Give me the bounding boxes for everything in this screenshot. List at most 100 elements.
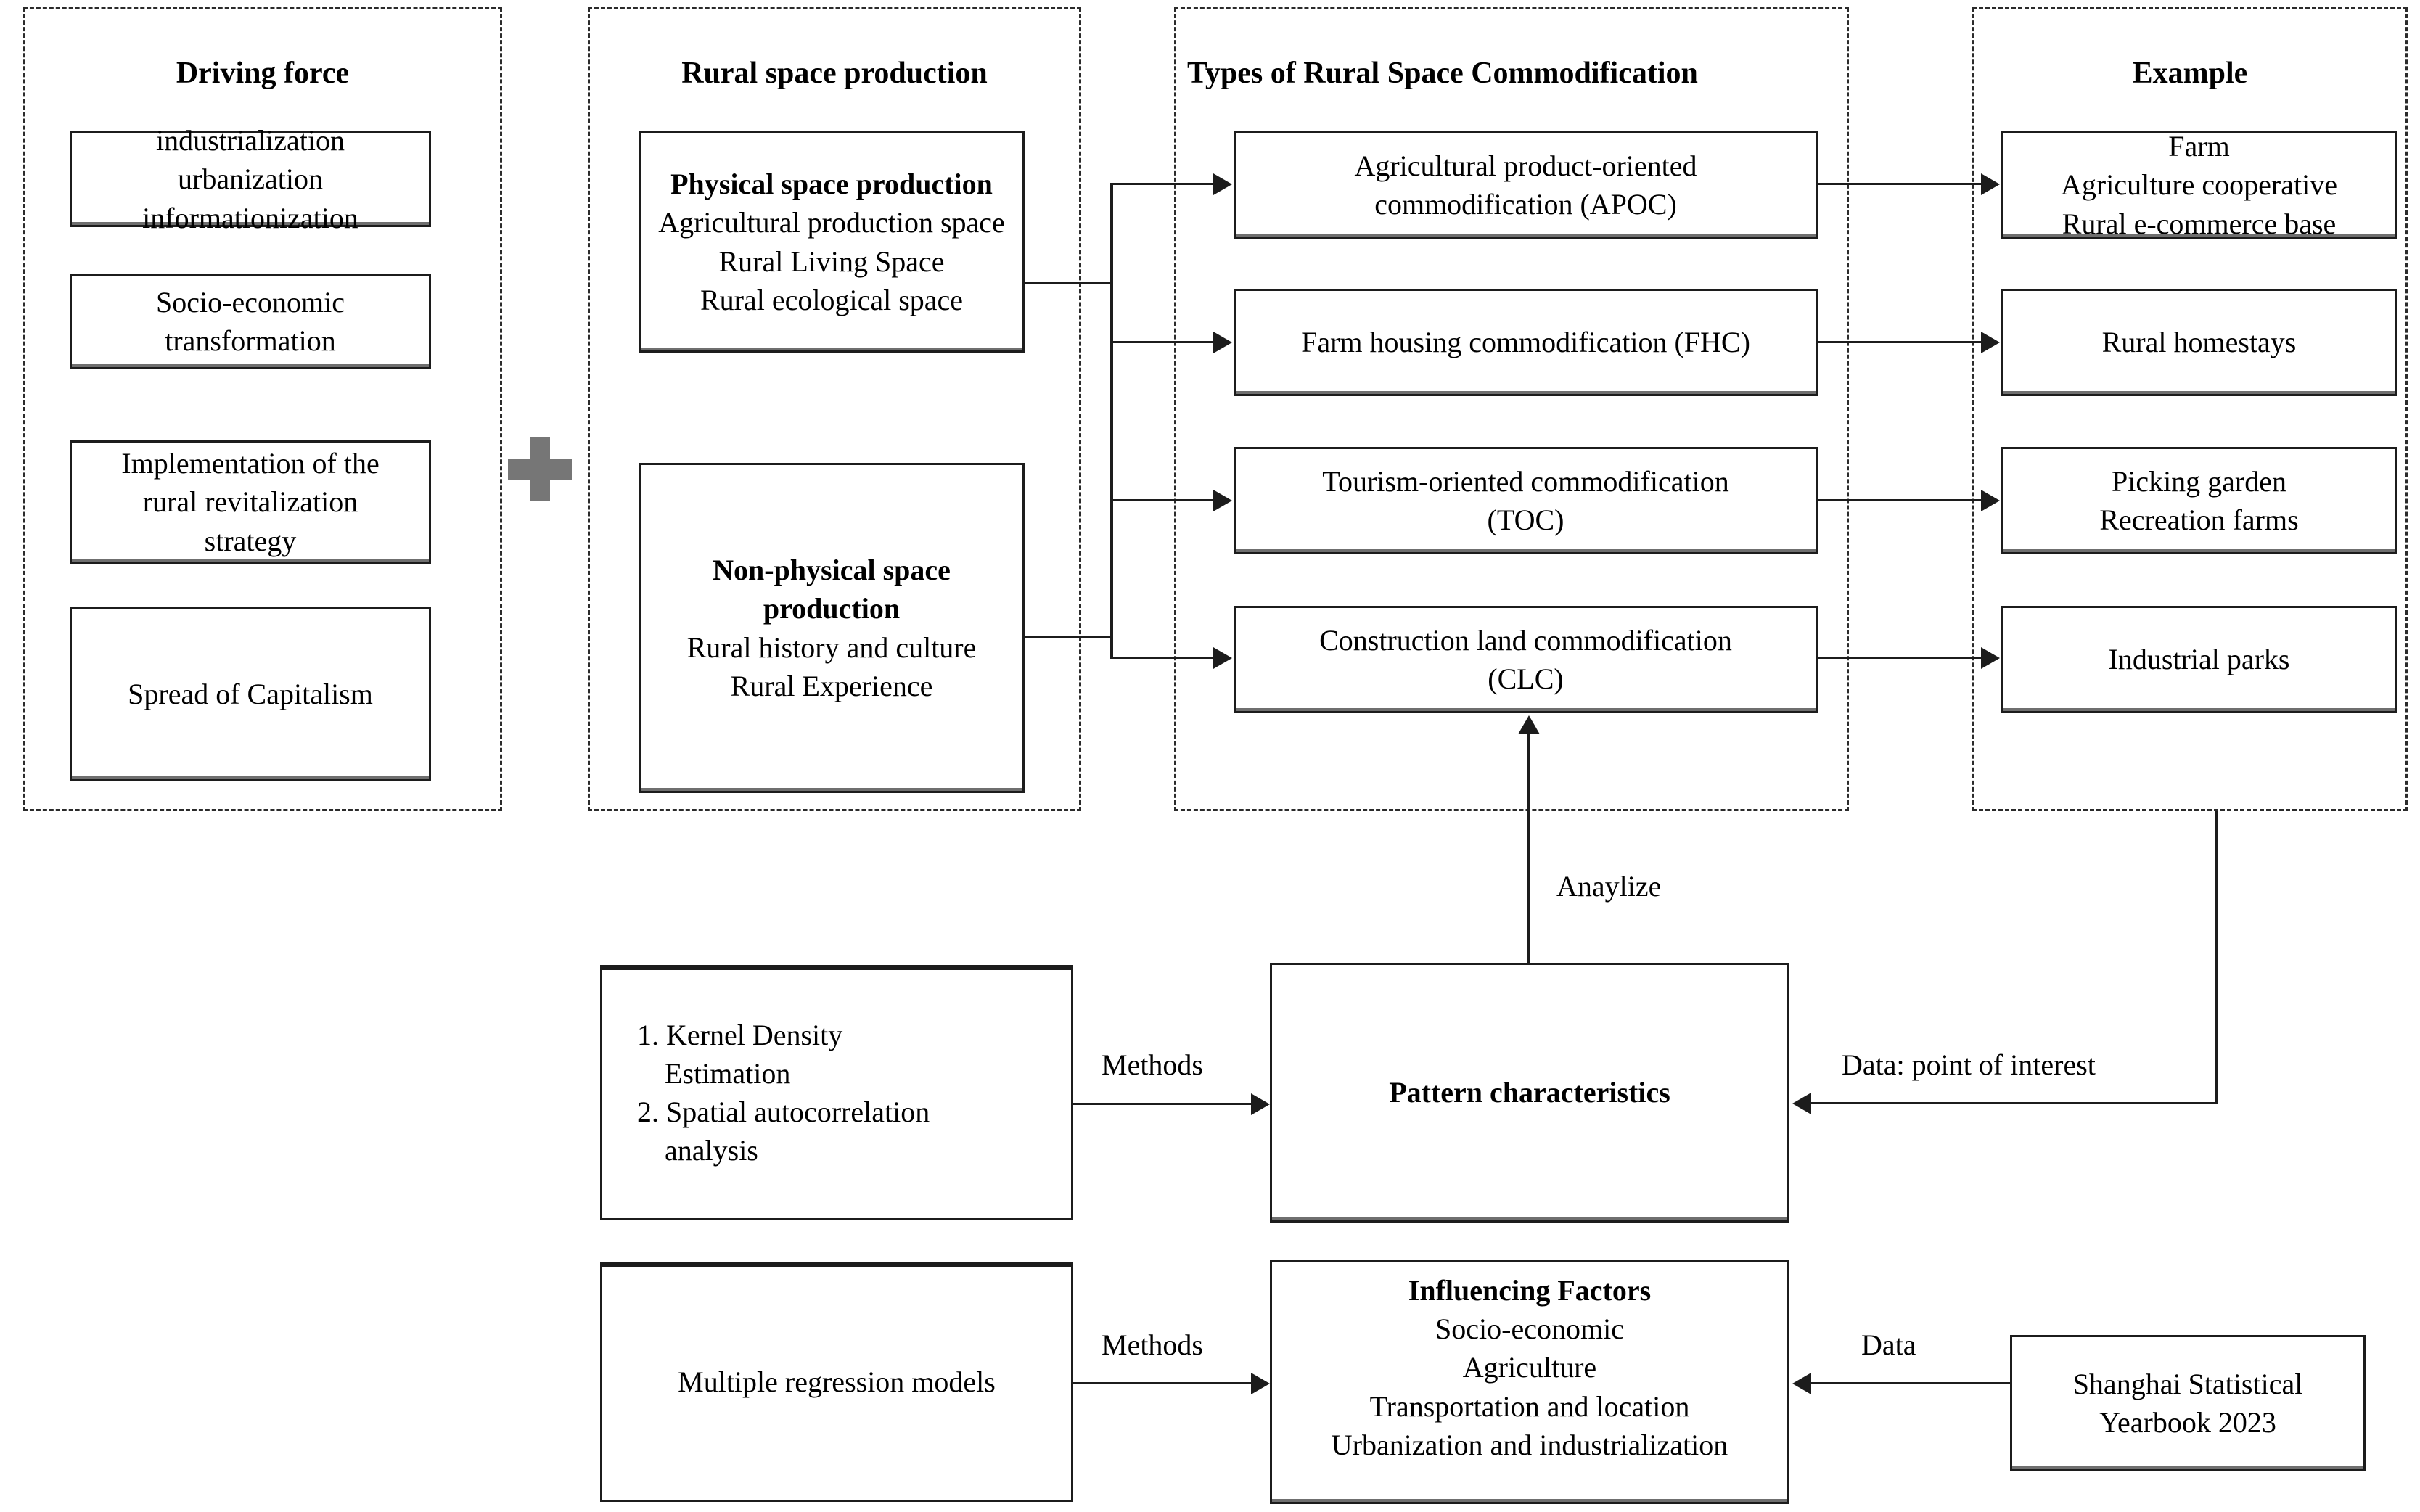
pattern-characteristics-text: Pattern characteristics xyxy=(1382,1073,1678,1112)
text-line: Agricultural product-oriented xyxy=(1354,149,1697,182)
rural-space-production-box-nonphysical[interactable]: Non-physical space production Rural hist… xyxy=(639,463,1025,793)
text-heading: Non-physical space production xyxy=(713,554,951,625)
arrowhead-farm xyxy=(1981,173,2000,195)
group-title-types: Types of Rural Space Commodification xyxy=(1187,57,1698,90)
plus-symbol-icon xyxy=(508,437,572,501)
edge-label-methods-top: Methods xyxy=(1102,1048,1203,1081)
text-heading: Pattern characteristics xyxy=(1389,1076,1670,1109)
connector-data-yearbook xyxy=(1811,1382,2010,1384)
driving-force-box-1[interactable]: industrialization urbanization informati… xyxy=(70,124,431,234)
group-title-driving-force: Driving force xyxy=(176,57,350,90)
text-line: Socio-economic xyxy=(1435,1312,1624,1346)
connector-bus-to-fhc xyxy=(1110,341,1213,343)
text-line: commodification (APOC) xyxy=(1374,188,1677,221)
methods-box-pattern-text: 1. Kernel Density Estimation 2. Spatial … xyxy=(602,1016,1071,1170)
text-line: Implementation of the xyxy=(121,447,380,480)
text-line: Farm housing commodification (FHC) xyxy=(1301,326,1750,359)
text-line: strategy xyxy=(204,524,297,557)
text-line: informationization xyxy=(142,201,358,234)
group-types xyxy=(1174,7,1849,811)
driving-force-box-3[interactable]: Implementation of the rural revitalizati… xyxy=(70,440,431,564)
group-driving-force xyxy=(23,7,502,811)
rural-space-production-box-physical-text: Physical space production Agricultural p… xyxy=(651,165,1012,319)
arrowhead-industrial-parks xyxy=(1981,647,2000,669)
example-box-industrial-parks[interactable]: Industrial parks xyxy=(2001,606,2397,713)
text-line: analysis xyxy=(665,1134,758,1167)
driving-force-box-2[interactable]: Socio-economic transformation xyxy=(70,274,431,369)
text-line: industrialization xyxy=(156,124,345,157)
text-line: 1. Kernel Density xyxy=(637,1018,843,1051)
text-line: urbanization xyxy=(178,163,323,196)
edge-label-methods-bottom: Methods xyxy=(1102,1328,1203,1361)
types-box-fhc-text: Farm housing commodification (FHC) xyxy=(1294,323,1757,361)
driving-force-box-4-text: Spread of Capitalism xyxy=(120,675,380,713)
text-line: Spread of Capitalism xyxy=(128,678,373,711)
text-line: rural revitalization xyxy=(142,485,358,519)
arrowhead-toc xyxy=(1213,490,1232,511)
types-box-apoc[interactable]: Agricultural product-oriented commodific… xyxy=(1234,131,1818,239)
driving-force-box-4[interactable]: Spread of Capitalism xyxy=(70,607,431,781)
rural-space-production-box-physical[interactable]: Physical space production Agricultural p… xyxy=(639,131,1025,353)
types-box-fhc[interactable]: Farm housing commodification (FHC) xyxy=(1234,289,1818,396)
connector-bus-to-clc xyxy=(1110,657,1213,659)
yearbook-text: Shanghai Statistical Yearbook 2023 xyxy=(2066,1365,2310,1442)
text-line: Industrial parks xyxy=(2108,643,2290,676)
arrowhead-apoc xyxy=(1213,173,1232,195)
connector-analyze-vertical xyxy=(1527,734,1530,965)
arrowhead-analyze xyxy=(1518,715,1540,734)
example-box-homestays[interactable]: Rural homestays xyxy=(2001,289,2397,396)
text-line: (CLC) xyxy=(1488,662,1564,695)
example-box-picking-garden[interactable]: Picking garden Recreation farms xyxy=(2001,447,2397,554)
example-box-farm-text: Farm Agriculture cooperative Rural e-com… xyxy=(2054,127,2345,243)
text-line: Agriculture xyxy=(1462,1351,1597,1384)
influencing-factors-box[interactable]: Influencing Factors Socio-economic Agric… xyxy=(1270,1260,1789,1504)
connector-methods-pattern xyxy=(1073,1103,1251,1105)
text-line: Farm xyxy=(2168,130,2230,163)
text-line: Picking garden xyxy=(2111,464,2287,498)
connector-methods-factors xyxy=(1073,1382,1251,1384)
types-box-clc-text: Construction land commodification (CLC) xyxy=(1312,621,1739,698)
example-box-farm[interactable]: Farm Agriculture cooperative Rural e-com… xyxy=(2001,130,2397,240)
text-line: Rural Experience xyxy=(730,669,933,702)
methods-box-factors-text: Multiple regression models xyxy=(670,1363,1003,1401)
types-box-clc[interactable]: Construction land commodification (CLC) xyxy=(1234,606,1818,713)
text-line: Agricultural production space xyxy=(658,206,1005,239)
group-example xyxy=(1972,7,2408,811)
methods-box-pattern[interactable]: 1. Kernel Density Estimation 2. Spatial … xyxy=(600,965,1073,1220)
arrowhead-data-yearbook xyxy=(1792,1373,1811,1394)
text-line: Agriculture cooperative xyxy=(2061,168,2337,202)
text-line: Transportation and location xyxy=(1369,1389,1690,1423)
driving-force-box-2-text: Socio-economic transformation xyxy=(149,283,352,360)
text-line: Estimation xyxy=(665,1056,791,1090)
connector-poi-vertical xyxy=(2215,811,2218,1104)
example-box-industrial-parks-text: Industrial parks xyxy=(2101,640,2297,678)
driving-force-box-1-text: industrialization urbanization informati… xyxy=(135,121,366,237)
types-box-toc-text: Tourism-oriented commodification (TOC) xyxy=(1315,462,1736,539)
driving-force-box-3-text: Implementation of the rural revitalizati… xyxy=(114,444,386,560)
text-line: Rural e-commerce base xyxy=(2062,207,2337,240)
text-line: Recreation farms xyxy=(2099,504,2299,536)
edge-label-data: Data xyxy=(1861,1328,1916,1361)
edge-label-data-poi: Data: point of interest xyxy=(1842,1048,2096,1081)
text-line: Shanghai Statistical xyxy=(2072,1367,2303,1400)
text-line: transformation xyxy=(165,324,336,357)
arrowhead-fhc xyxy=(1213,332,1232,353)
example-box-picking-garden-text: Picking garden Recreation farms xyxy=(2092,462,2305,539)
text-line: Multiple regression models xyxy=(678,1365,996,1399)
text-line: Rural history and culture xyxy=(686,630,977,664)
arrowhead-clc xyxy=(1213,647,1232,669)
arrowhead-homestays xyxy=(1981,332,2000,353)
text-line: Rural ecological space xyxy=(700,283,964,316)
text-heading: Physical space production xyxy=(670,168,993,201)
rural-space-production-box-nonphysical-text: Non-physical space production Rural hist… xyxy=(641,551,1022,705)
types-box-toc[interactable]: Tourism-oriented commodification (TOC) xyxy=(1234,447,1818,554)
edge-label-analyze: Anaylize xyxy=(1556,870,1662,903)
arrowhead-poi xyxy=(1792,1093,1811,1114)
text-heading: Influencing Factors xyxy=(1408,1274,1652,1307)
text-line: Rural Living Space xyxy=(718,245,945,278)
pattern-characteristics-box[interactable]: Pattern characteristics xyxy=(1270,963,1789,1223)
connector-poi-horizontal xyxy=(1811,1102,2218,1104)
yearbook-box[interactable]: Shanghai Statistical Yearbook 2023 xyxy=(2010,1335,2366,1471)
connector-clc-to-industrial-parks xyxy=(1818,657,1981,659)
methods-box-factors[interactable]: Multiple regression models xyxy=(600,1262,1073,1502)
